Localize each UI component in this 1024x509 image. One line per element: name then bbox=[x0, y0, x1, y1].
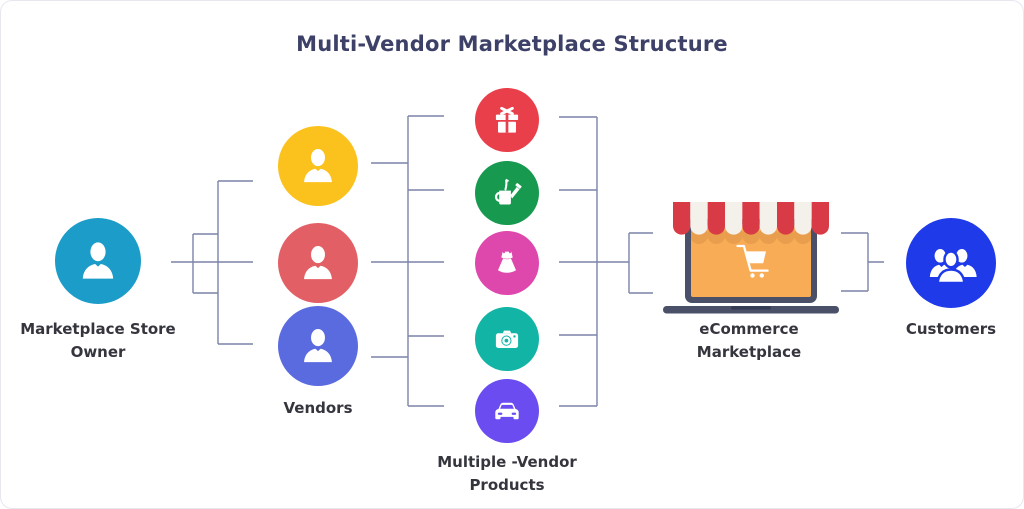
person-icon bbox=[82, 242, 114, 279]
marketplace-store-owner-label: Marketplace Store Owner bbox=[8, 318, 188, 364]
camera-icon bbox=[495, 330, 519, 348]
dress-icon bbox=[498, 251, 516, 273]
product-node-gift bbox=[475, 88, 539, 152]
customers-node bbox=[906, 218, 996, 308]
marketplace-store-owner-node bbox=[55, 218, 141, 304]
watering-can-icon bbox=[494, 178, 522, 205]
vendors-label: Vendors bbox=[283, 399, 353, 417]
vendor-node-2 bbox=[278, 223, 358, 303]
multiple-vendor-products-label: Multiple -Vendor Products bbox=[427, 451, 587, 497]
owner-label-line1: Marketplace Store bbox=[20, 320, 176, 338]
owner-label-line2: Owner bbox=[70, 343, 126, 361]
marketplace-label-line1: eCommerce bbox=[699, 320, 799, 338]
products-label-line2: Products bbox=[469, 476, 545, 494]
products-to-marketplace-connector bbox=[559, 116, 653, 407]
ecommerce-marketplace-node bbox=[661, 197, 841, 317]
ecommerce-marketplace-label: eCommerce Marketplace bbox=[669, 318, 829, 364]
marketplace-to-customers-connector bbox=[841, 232, 884, 292]
product-node-car bbox=[475, 379, 539, 443]
product-node-camera bbox=[475, 307, 539, 371]
product-node-gardening bbox=[475, 161, 539, 225]
person-icon bbox=[304, 245, 332, 280]
gift-icon bbox=[495, 106, 519, 133]
vendor-node-3 bbox=[278, 306, 358, 386]
car-icon bbox=[495, 402, 519, 420]
customers-label: Customers bbox=[905, 320, 997, 338]
diagram-title: Multi-Vendor Marketplace Structure bbox=[296, 32, 728, 56]
marketplace-label-line2: Marketplace bbox=[696, 343, 802, 361]
storefront-awning bbox=[673, 202, 829, 235]
people-group-icon bbox=[929, 249, 977, 285]
product-node-fashion bbox=[475, 231, 539, 295]
owner-to-vendors-connector bbox=[171, 180, 253, 345]
vendors-to-products-connector bbox=[371, 115, 444, 407]
shopping-cart-icon bbox=[736, 244, 769, 278]
person-icon bbox=[304, 148, 332, 183]
person-icon bbox=[304, 328, 332, 363]
storefront-laptop-icon bbox=[663, 202, 839, 314]
vendor-node-1 bbox=[278, 126, 358, 206]
products-label-line1: Multiple -Vendor bbox=[437, 453, 577, 471]
